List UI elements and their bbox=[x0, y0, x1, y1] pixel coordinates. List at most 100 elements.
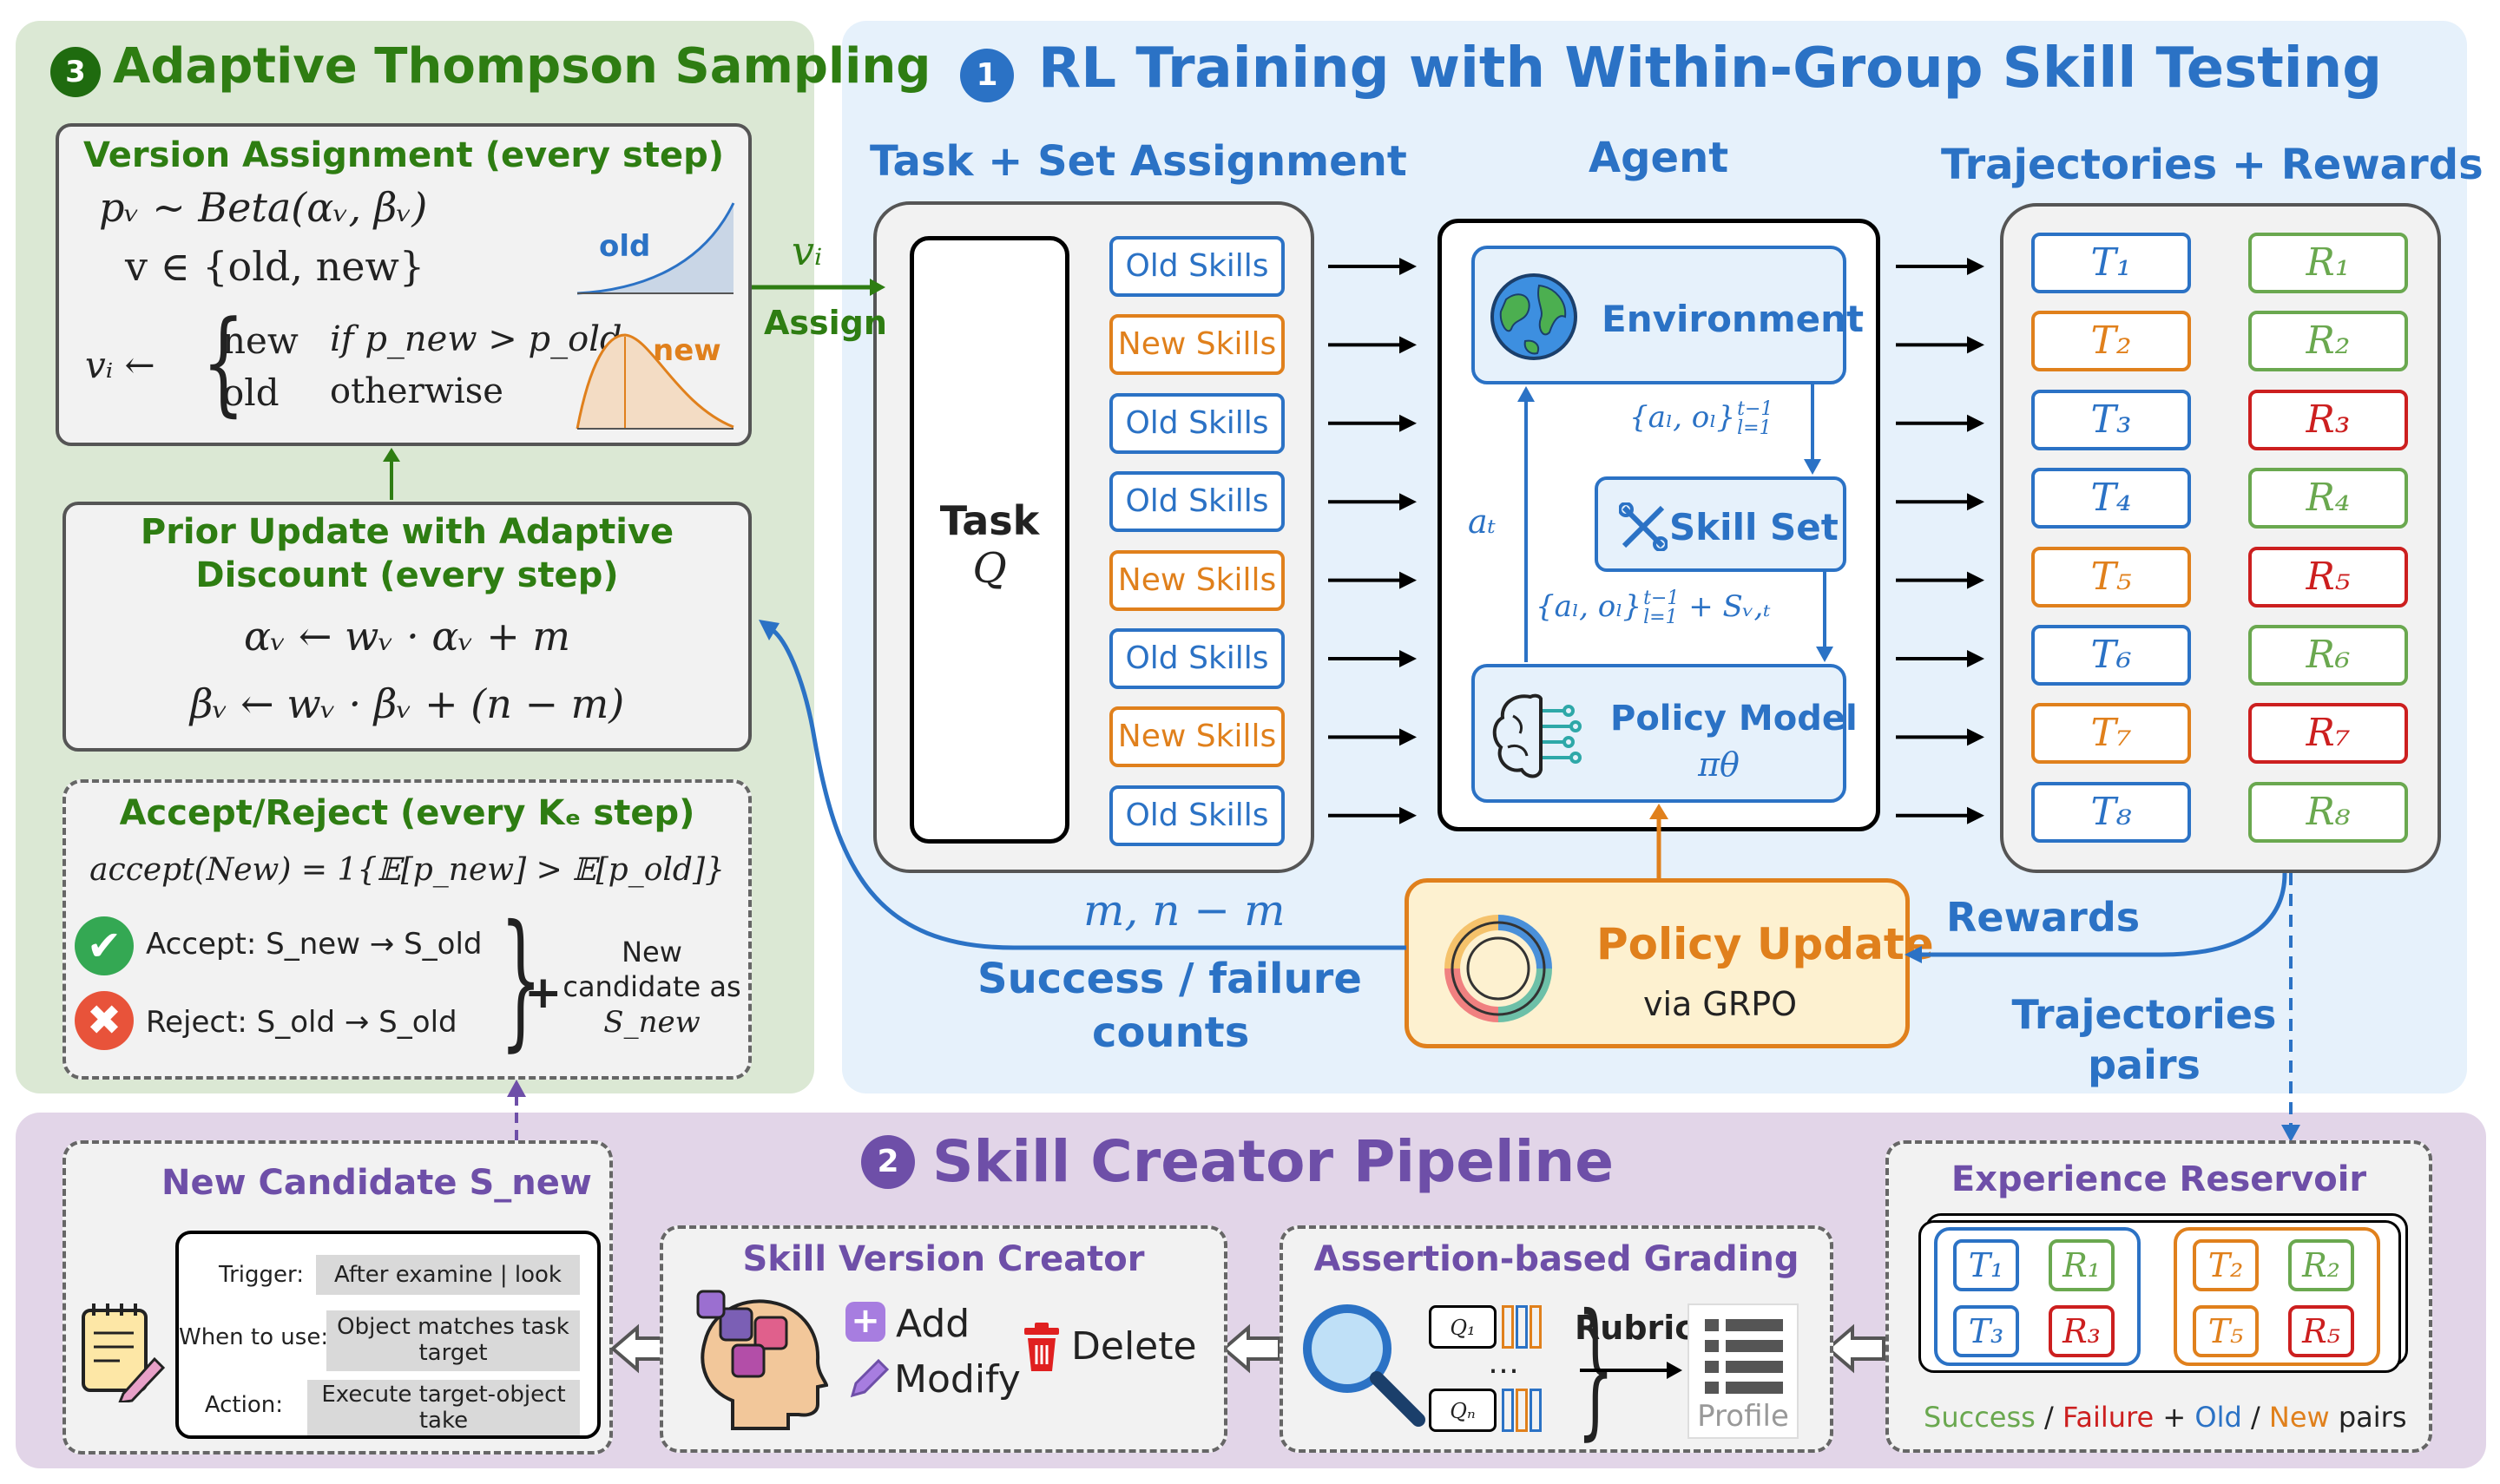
qn-box: Qₙ bbox=[1429, 1389, 1497, 1432]
legend-sep-2: / bbox=[2241, 1401, 2269, 1434]
new-candidate-title: New Candidate S_new bbox=[161, 1163, 592, 1203]
new-curve-label: new bbox=[653, 333, 721, 368]
flow-arrow-head bbox=[1399, 806, 1417, 824]
cycle-icon bbox=[1444, 915, 1552, 1022]
arrows-to-agent bbox=[1328, 258, 1417, 824]
trajectory-2: T₂ bbox=[2031, 311, 2191, 372]
trajectory-pairs-label-2: pairs bbox=[2088, 1041, 2201, 1088]
accept-reject-box: Accept/Reject (every Kₑ step) accept(New… bbox=[62, 779, 752, 1080]
vi-assign-lhs: vᵢ ← bbox=[85, 344, 155, 386]
assign-arrow bbox=[752, 279, 885, 296]
flow-arrow-head bbox=[1967, 728, 1984, 746]
col-header-task: Task + Set Assignment bbox=[870, 137, 1407, 186]
reward-2: R₂ bbox=[2248, 311, 2408, 372]
case-new-cond: if p_new > p_old bbox=[330, 319, 622, 359]
rewards-label: Rewards bbox=[1946, 894, 2141, 941]
pencil-icon bbox=[850, 1358, 889, 1398]
accept-line: Accept: S_new → S_old bbox=[146, 927, 483, 962]
case-old-cond: otherwise bbox=[330, 371, 503, 411]
legend-pairs: pairs bbox=[2329, 1401, 2407, 1434]
list-icon bbox=[1705, 1319, 1783, 1394]
action-value: Execute target-object take bbox=[307, 1380, 580, 1435]
reservoir-reward-g1-2: R₃ bbox=[2049, 1305, 2115, 1357]
trajectories-container bbox=[2000, 203, 2441, 873]
scp-title: Skill Creator Pipeline bbox=[932, 1128, 1614, 1195]
reward-4: R₄ bbox=[2248, 468, 2408, 529]
policy-update-label: Policy Update bbox=[1596, 919, 1934, 969]
add-label: Add bbox=[896, 1302, 970, 1346]
version-assignment-box: Version Assignment (every step) pᵥ ~ Bet… bbox=[56, 123, 752, 446]
beta-prior-equation: pᵥ ~ Beta(αᵥ, βᵥ) bbox=[99, 184, 428, 231]
history-2-main: {aₗ, oₗ} bbox=[1536, 589, 1642, 624]
q1-box: Q₁ bbox=[1429, 1305, 1497, 1349]
history-2-sup: t−1 bbox=[1643, 588, 1680, 609]
reward-6: R₆ bbox=[2248, 625, 2408, 686]
skill-version-creator-box: Skill Version Creator + Add Modify Delet… bbox=[660, 1225, 1227, 1453]
trajectory-4: T₄ bbox=[2031, 468, 2191, 529]
trajectory-6: T₆ bbox=[2031, 625, 2191, 686]
head-puzzle-icon bbox=[696, 1290, 828, 1430]
rewards-arrow bbox=[1905, 872, 2287, 963]
counts-mn-label: m, n − m bbox=[1083, 885, 1286, 936]
dots: … bbox=[1488, 1345, 1519, 1381]
history-1-main: {aₗ, oₗ} bbox=[1629, 400, 1736, 435]
legend-old: Old bbox=[2194, 1401, 2242, 1434]
alpha-update-equation: αᵥ ← wᵥ · αᵥ + m bbox=[244, 613, 570, 660]
case-old: old bbox=[222, 371, 280, 414]
accept-reject-title: Accept/Reject (every Kₑ step) bbox=[119, 793, 695, 833]
legend-new: New bbox=[2268, 1401, 2330, 1434]
counts-arrow bbox=[759, 620, 1406, 950]
profile-card: Profile bbox=[1688, 1303, 1799, 1439]
reservoir-reward-g2-2: R₅ bbox=[2288, 1305, 2354, 1357]
assign-label: Assign bbox=[764, 304, 887, 342]
globe-icon bbox=[1490, 273, 1577, 360]
trash-icon bbox=[1024, 1323, 1059, 1371]
flow-arrow-head bbox=[1967, 336, 1984, 354]
col-header-agent: Agent bbox=[1589, 134, 1729, 182]
brace: { bbox=[201, 296, 246, 428]
candidate-card: Trigger: After examine | look When to us… bbox=[175, 1231, 601, 1439]
new-distribution-curve bbox=[576, 333, 734, 430]
prior-update-title-1: Prior Update with Adaptive bbox=[140, 512, 674, 552]
trajectory-pairs-label-1: Trajectories bbox=[2011, 991, 2277, 1038]
modify-label: Modify bbox=[894, 1357, 1021, 1402]
experience-reservoir-title: Experience Reservoir bbox=[1951, 1159, 2367, 1199]
policy-model-label: Policy Model bbox=[1610, 699, 1858, 739]
arrow-skillset-to-policy bbox=[1816, 572, 1833, 662]
trajectory-3: T₃ bbox=[2031, 389, 2191, 450]
environment-label: Environment bbox=[1602, 298, 1865, 340]
trajectory-5: T₅ bbox=[2031, 546, 2191, 607]
flow-arrow-head bbox=[1967, 258, 1984, 275]
vi-label: vᵢ bbox=[792, 227, 823, 274]
reward-7: R₇ bbox=[2248, 703, 2408, 765]
skill-assignment-6: Old Skills bbox=[1109, 628, 1285, 689]
skill-assignment-8: Old Skills bbox=[1109, 785, 1285, 846]
candidate-to-accept-arrow bbox=[507, 1080, 526, 1140]
history-2-tail: + Sᵥ,ₜ bbox=[1688, 589, 1771, 624]
flow-arrow-head bbox=[1399, 414, 1417, 432]
step-number-2: 2 bbox=[861, 1135, 915, 1189]
action-label: aₜ bbox=[1468, 502, 1497, 541]
reward-8: R₈ bbox=[2248, 781, 2408, 843]
trajectory-1: T₁ bbox=[2031, 233, 2191, 293]
legend-failure: Failure bbox=[2062, 1401, 2155, 1434]
cross-icon: ✖ bbox=[75, 991, 134, 1050]
delete-label: Delete bbox=[1071, 1324, 1197, 1369]
skill-assignment-5: New Skills bbox=[1109, 549, 1285, 611]
rl-title: RL Training with Within-Group Skill Test… bbox=[1038, 36, 2383, 101]
flow-arrow-head bbox=[1399, 728, 1417, 746]
check-icon: ✔ bbox=[75, 916, 134, 975]
task-q: Q bbox=[972, 544, 1007, 593]
case-new: new bbox=[222, 319, 299, 362]
reward-5: R₅ bbox=[2248, 546, 2408, 607]
reject-line: Reject: S_old → S_old bbox=[146, 1005, 457, 1040]
right-brace: } bbox=[499, 894, 543, 1066]
policy-model-box: Policy Model πθ bbox=[1471, 664, 1858, 803]
reservoir-trajectory-g1-2: T₃ bbox=[1953, 1305, 2019, 1357]
new-candidate-note-2: candidate as bbox=[562, 970, 741, 1003]
new-candidate-note-1: New bbox=[622, 936, 682, 969]
history-1-sup: t−1 bbox=[1737, 398, 1773, 420]
